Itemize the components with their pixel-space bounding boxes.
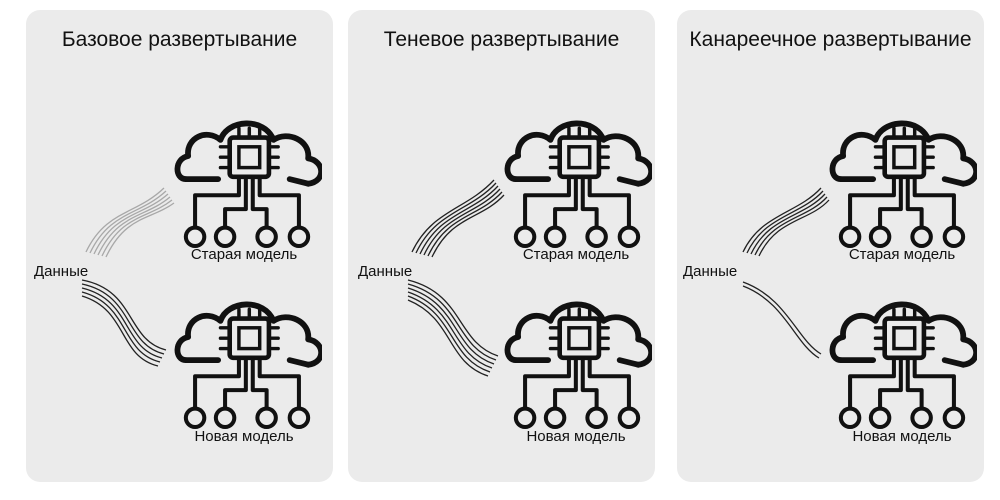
new-model-label: Новая модель bbox=[852, 428, 952, 445]
panel-title: Теневое развертывание bbox=[383, 28, 620, 51]
panel-title: Канареечное развертывание bbox=[689, 28, 972, 51]
new-model-label: Новая модель bbox=[194, 428, 294, 445]
new-model-label: Новая модель bbox=[526, 428, 626, 445]
panel-title: Базовое развертывание bbox=[61, 28, 298, 51]
panel-basic-deployment: Базовое развертывание Данные Старая моде… bbox=[26, 10, 333, 482]
flow-to-old-model bbox=[85, 187, 175, 258]
cloud-chip-network-icon bbox=[827, 112, 977, 297]
cloud-chip-network-icon bbox=[172, 293, 322, 478]
panel-canary-deployment: Канареечное развертывание Данные Старая … bbox=[677, 10, 984, 482]
cloud-chip-network-icon bbox=[827, 293, 977, 478]
cloud-chip-network-icon bbox=[502, 112, 652, 297]
data-flow-lines bbox=[407, 179, 505, 377]
old-model-label: Старая модель bbox=[522, 246, 630, 263]
flow-to-new-model bbox=[742, 281, 822, 359]
flow-to-new-model bbox=[407, 279, 499, 377]
data-label: Данные bbox=[34, 263, 89, 280]
flow-to-old-model bbox=[742, 187, 830, 257]
cloud-chip-network-icon bbox=[502, 293, 652, 478]
data-label: Данные bbox=[358, 263, 413, 280]
old-model-label: Старая модель bbox=[848, 246, 956, 263]
flow-to-new-model bbox=[81, 279, 167, 367]
data-flow-lines bbox=[742, 187, 830, 359]
panel-shadow-deployment: Теневое развертывание Данные Старая моде… bbox=[348, 10, 655, 482]
data-label: Данные bbox=[683, 263, 738, 280]
flow-to-old-model bbox=[411, 179, 505, 258]
data-flow-lines bbox=[81, 187, 175, 367]
old-model-label: Старая модель bbox=[190, 246, 298, 263]
cloud-chip-network-icon bbox=[172, 112, 322, 297]
